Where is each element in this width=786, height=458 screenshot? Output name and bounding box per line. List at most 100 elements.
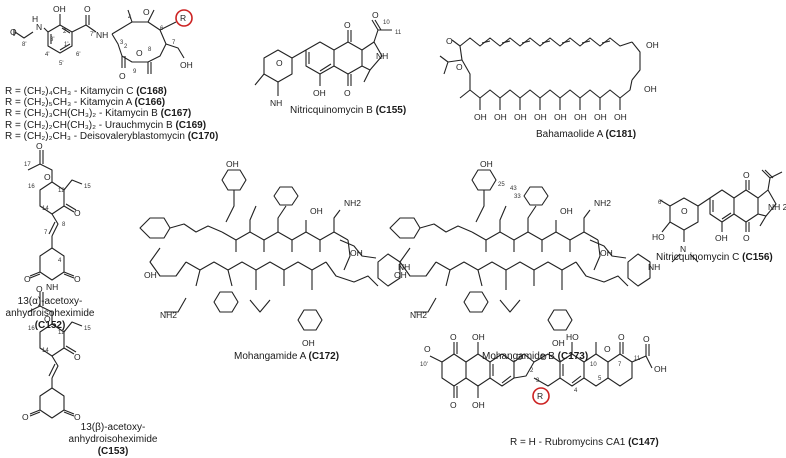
phenol-oh: OH xyxy=(53,4,66,14)
pyrrole-nh: NH xyxy=(376,51,388,61)
svg-text:11: 11 xyxy=(395,30,402,36)
tyr-b-oh-2: OH xyxy=(552,338,565,348)
svg-text:7': 7' xyxy=(90,32,94,38)
lactone-ring-o: O xyxy=(604,344,611,354)
mohangamide-b-structure: OH 25 33 43 OH NH2 OH OH NH2 OH NH xyxy=(389,159,660,348)
label-c152: 13(α)-acetoxy- anhydroisoheximide (C152) xyxy=(5,296,95,331)
svg-text:6': 6' xyxy=(658,200,662,206)
svg-text:16: 16 xyxy=(28,184,35,190)
svg-text:1': 1' xyxy=(64,42,68,48)
c152-ketone-o: O xyxy=(74,208,81,218)
amide-n-atom-2: N xyxy=(36,22,42,32)
bahamaolide-oh-3: OH xyxy=(474,112,487,122)
formyl-oxygen: O xyxy=(10,27,17,37)
r-row-c170: R = (CH₂)₂CH₃ - Deisovaleryblastomycin (… xyxy=(5,130,219,142)
svg-text:15: 15 xyxy=(84,184,91,190)
acetyl-oxygen: O xyxy=(372,10,379,20)
svg-text:4': 4' xyxy=(45,52,49,58)
svg-text:43: 43 xyxy=(510,186,517,192)
svg-text:25: 25 xyxy=(498,182,505,188)
bahamaolide-a-structure: O O OH OH OH OH OH OH OH OH OH OH xyxy=(439,36,659,122)
bahamaolide-oh-4: OH xyxy=(494,112,507,122)
ser-b-oh: OH xyxy=(560,206,573,216)
asn-b-nh2: NH2 xyxy=(594,198,611,208)
pyran-oxygen: O xyxy=(276,58,283,68)
svg-text:17: 17 xyxy=(24,162,31,168)
c152-structure: O O O 17 16 12 15 14 8 7 O O NH 4 xyxy=(24,141,91,292)
bahamaolide-oh-1: OH xyxy=(646,40,659,50)
pyridine-b-nh: NH xyxy=(648,262,660,272)
svg-text:12: 12 xyxy=(58,330,65,336)
methoxy-o: O xyxy=(424,344,431,354)
svg-text:6: 6 xyxy=(160,26,164,32)
svg-text:6': 6' xyxy=(76,52,80,58)
svg-text:3': 3' xyxy=(50,37,54,43)
quinone-oxygen-2: O xyxy=(344,88,351,98)
ser-b-oh-3: OH xyxy=(394,270,407,280)
svg-text:9: 9 xyxy=(133,69,137,75)
tyr-a-oh: OH xyxy=(226,159,239,169)
nitricquinomycin-b-structure: O NH OH O O NH O 10 11 xyxy=(254,10,402,108)
ser-b-oh-2: OH xyxy=(600,248,613,258)
lactone-co: O xyxy=(618,332,625,342)
bahamaolide-oh-6: OH xyxy=(534,112,547,122)
kitamycin-r-group-marker: R xyxy=(175,9,193,27)
rubromycin-r-label: R xyxy=(537,391,543,401)
label-c173: Mohangamide B (C173) xyxy=(482,351,589,362)
svg-text:33: 33 xyxy=(514,194,521,200)
lactone-oxygen-3: O xyxy=(136,48,143,58)
svg-text:4: 4 xyxy=(574,388,578,394)
svg-text:4: 4 xyxy=(128,15,132,21)
label-c181: Bahamaolide A (C181) xyxy=(536,129,637,140)
c156-pyran-o: O xyxy=(681,206,688,216)
quinone-oxygen-1: O xyxy=(344,20,351,30)
svg-text:14: 14 xyxy=(42,206,49,212)
c153-imide-o1: O xyxy=(22,412,29,422)
bahamaolide-oh-8: OH xyxy=(574,112,587,122)
svg-text:7: 7 xyxy=(618,362,622,368)
asn-b-nh2-2: NH2 xyxy=(410,310,427,320)
c152-acetyl-o: O xyxy=(36,141,43,151)
rubromycin-structure: O 10' O O OH OH O O 2 3 HO O O O OH 11 7 xyxy=(420,332,667,410)
lactone-ring-o: O xyxy=(456,62,463,72)
bahamaolide-oh-7: OH xyxy=(554,112,567,122)
rubro-oh-1: OH xyxy=(472,332,485,342)
svg-text:3: 3 xyxy=(120,40,124,46)
r-row-c169: R = (CH₂)₂CH(CH₃)₂ - Urauchmycin B (C169… xyxy=(5,119,207,131)
svg-text:10: 10 xyxy=(590,362,597,368)
svg-text:16: 16 xyxy=(28,326,35,332)
c156-quinone-o1: O xyxy=(743,170,750,180)
spiroketal-o1: O xyxy=(516,352,523,362)
c153-ester-o: O xyxy=(44,314,51,324)
svg-text:7: 7 xyxy=(44,230,48,236)
bahamaolide-oh-9: OH xyxy=(594,112,607,122)
bahamaolide-oh-10: OH xyxy=(614,112,627,122)
svg-text:15: 15 xyxy=(84,326,91,332)
svg-text:5': 5' xyxy=(59,61,63,67)
tyr-b-oh: OH xyxy=(480,159,493,169)
rubro-quinone-o2: O xyxy=(450,400,457,410)
rubro-oh-2: OH xyxy=(472,400,485,410)
bahamaolide-oh-2: OH xyxy=(644,84,657,94)
lactone-oxygen-1: O xyxy=(143,7,150,17)
svg-text:10': 10' xyxy=(420,362,428,368)
c156-nh2: NH 2 xyxy=(768,202,786,212)
svg-text:2: 2 xyxy=(530,368,534,374)
acid-oh: OH xyxy=(654,364,667,374)
mohangamide-a-structure: OH OH NH2 OH OH NH2 OH NH xyxy=(139,159,410,348)
lactone-carbonyl-o: O xyxy=(446,36,453,46)
asn-a-nh2: NH2 xyxy=(344,198,361,208)
svg-text:12: 12 xyxy=(58,188,65,194)
c156-quinone-o2: O xyxy=(743,233,750,243)
c153-ketone-o: O xyxy=(74,352,81,362)
hydroxyl-oh: OH xyxy=(180,60,193,70)
svg-text:4: 4 xyxy=(58,258,62,264)
svg-text:11: 11 xyxy=(634,356,641,362)
c153-acetyl-o: O xyxy=(36,284,43,294)
c152-ester-o: O xyxy=(44,172,51,182)
bahamaolide-oh-5: OH xyxy=(514,112,527,122)
naphthol-oh: OH xyxy=(313,88,326,98)
rubro-ho: HO xyxy=(566,332,579,342)
rubromycin-r-group-marker: R xyxy=(532,387,550,405)
